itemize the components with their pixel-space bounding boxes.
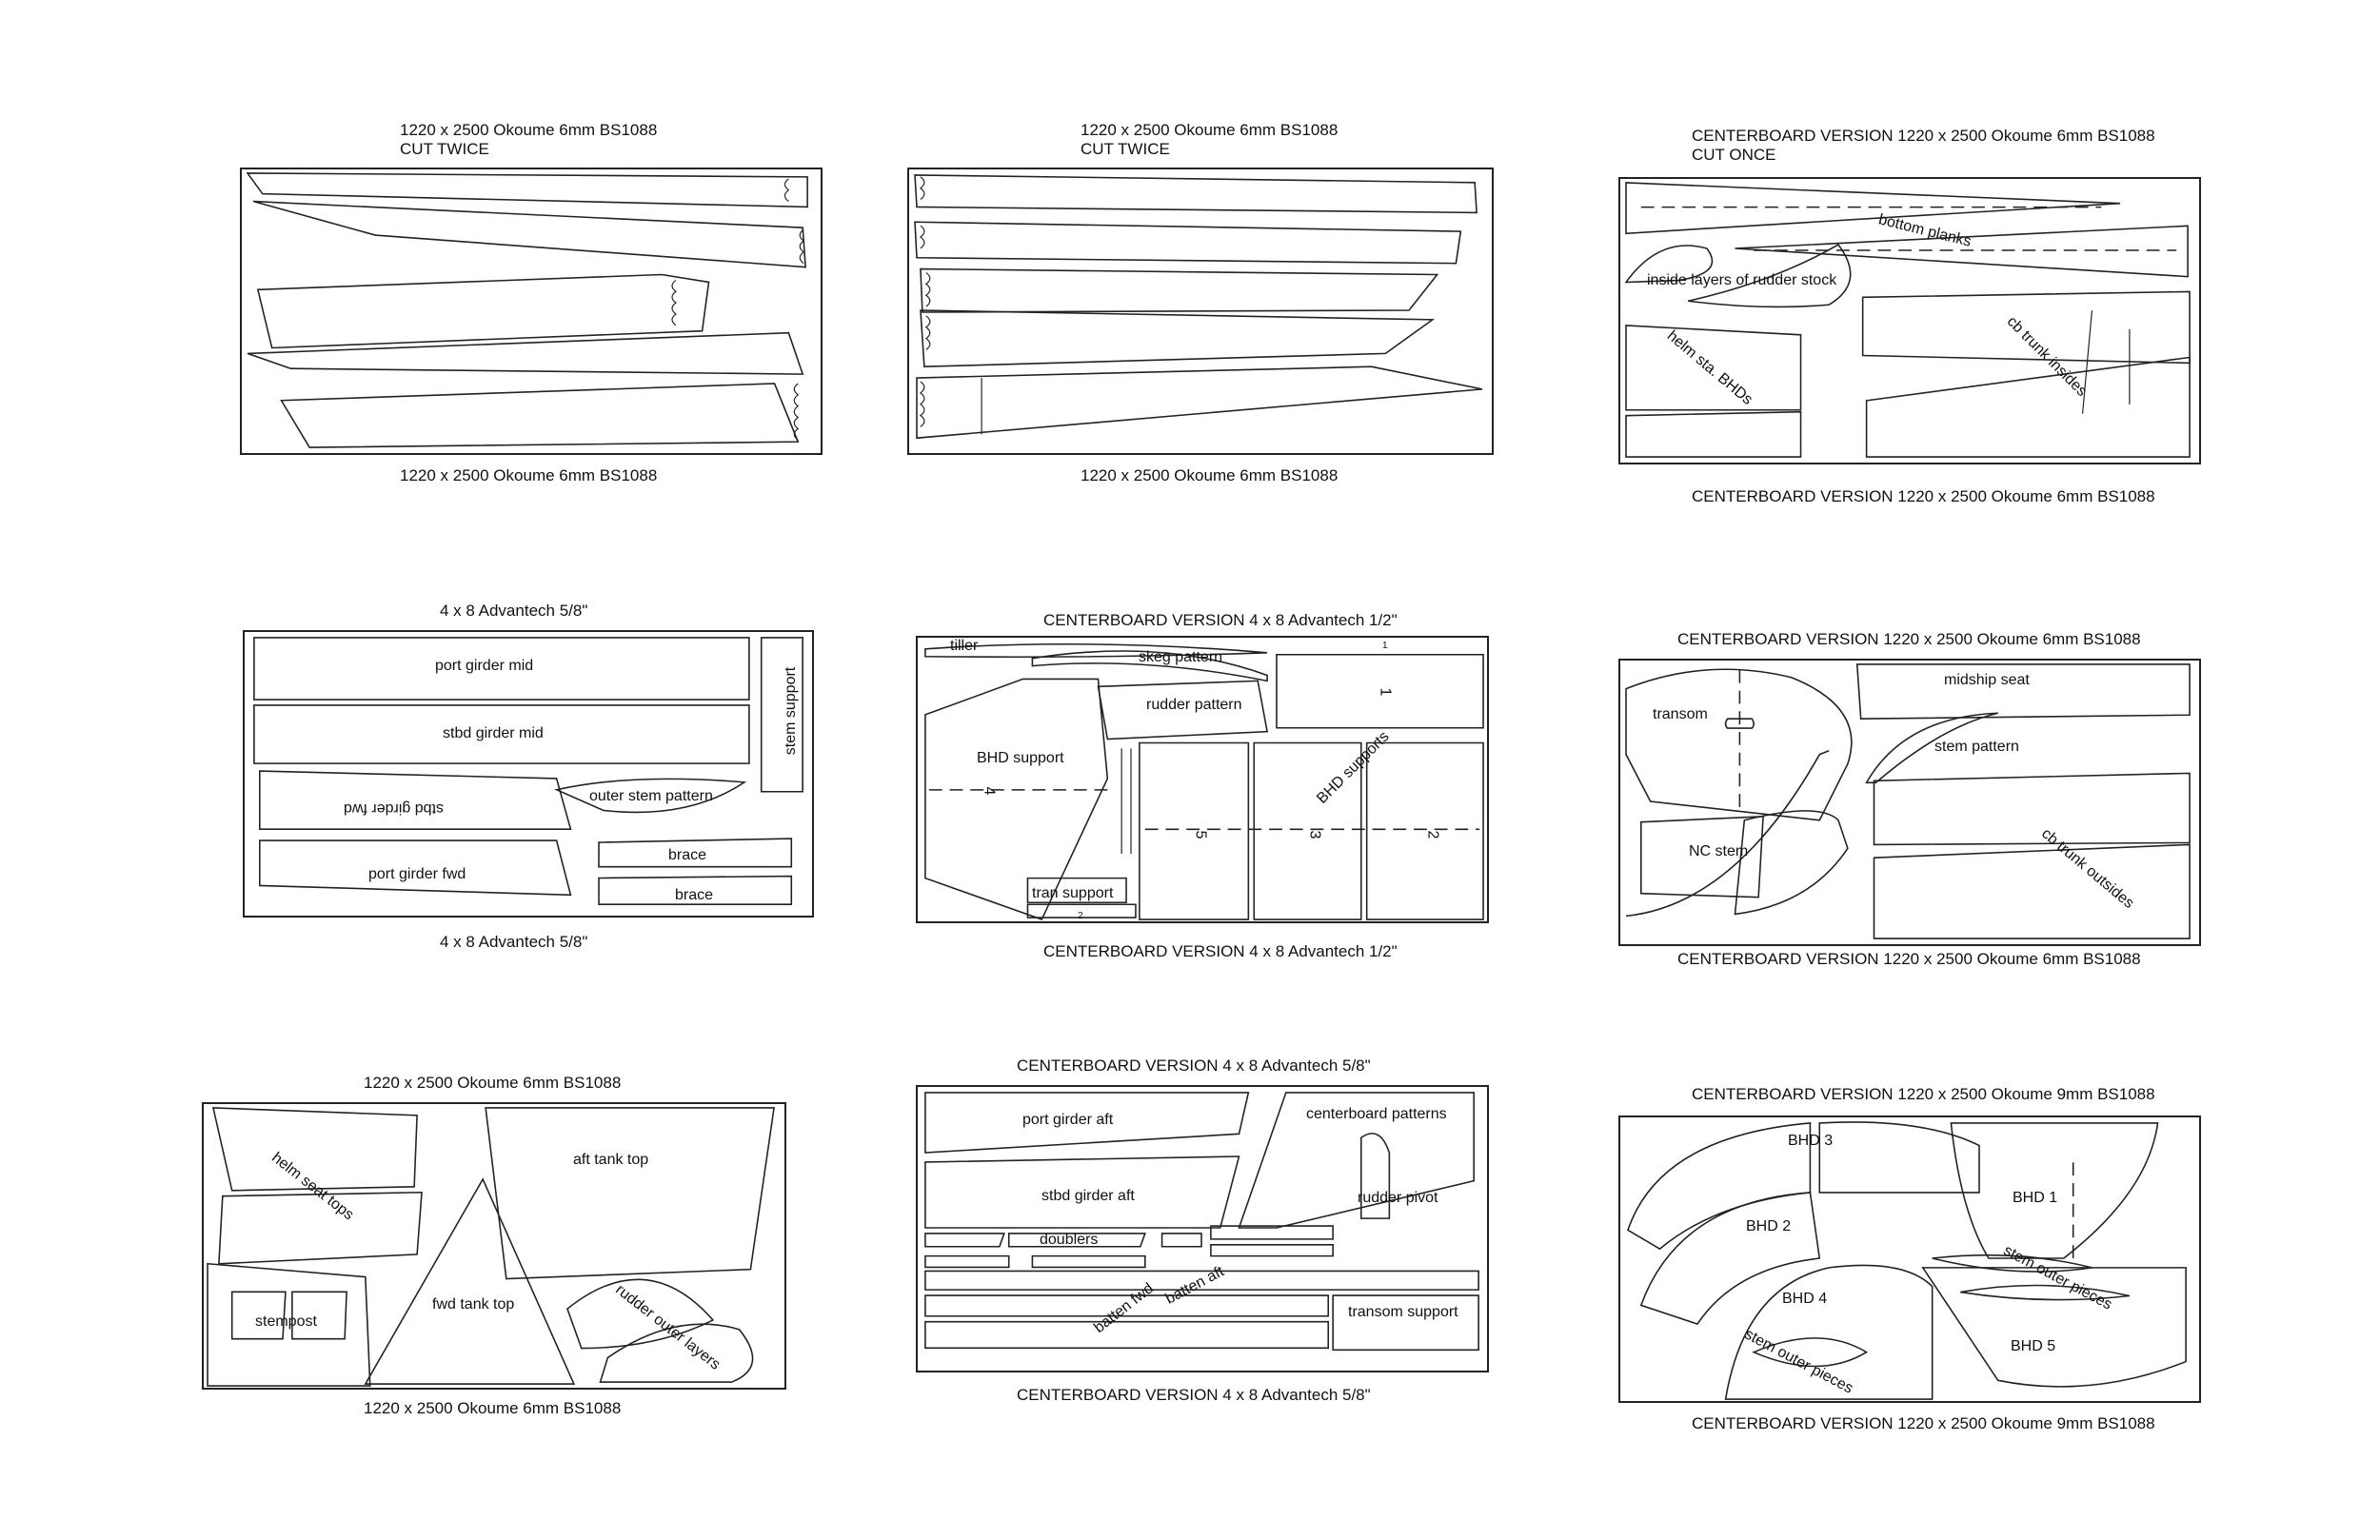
sheet-9-bottom-label: CENTERBOARD VERSION 1220 x 2500 Okoume 9… xyxy=(1692,1414,2155,1432)
sheet-4-part-port-girder-mid: port girder mid xyxy=(435,658,534,674)
sheet-8-part-centerboard-patterns: centerboard patterns xyxy=(1306,1106,1447,1122)
sheet-7-top-label: 1220 x 2500 Okoume 6mm BS1088 xyxy=(364,1074,622,1092)
sheet-8-bottom-label: CENTERBOARD VERSION 4 x 8 Advantech 5/8" xyxy=(1017,1386,1371,1404)
sheet-2-layout xyxy=(907,168,1494,455)
sheet-5-number-1: 1 xyxy=(1377,687,1394,697)
sheet-4-layout: port girder mid stbd girder mid stem sup… xyxy=(243,630,814,918)
sheet-6-part-stem-pattern: stem pattern xyxy=(1934,739,2019,755)
sheet-4-parts xyxy=(253,637,803,905)
sheet-6-layout: transom midship seat stem pattern NC ste… xyxy=(1618,659,2201,946)
sheet-2-bottom-label: 1220 x 2500 Okoume 6mm BS1088 xyxy=(1081,466,1339,484)
sheet-8-top-label: CENTERBOARD VERSION 4 x 8 Advantech 5/8" xyxy=(1017,1056,1371,1075)
sheet-9-part-bhd-5: BHD 5 xyxy=(2011,1338,2056,1354)
sheet-5-layout: tiller skeg pattern rudder pattern BHD s… xyxy=(916,636,1489,923)
sheet-7-bottom-label: 1220 x 2500 Okoume 6mm BS1088 xyxy=(364,1399,622,1417)
sheet-3-top-sub: CUT ONCE xyxy=(1692,146,1776,164)
sheet-4-part-port-girder-fwd: port girder fwd xyxy=(368,866,466,882)
sheet-5-number-3: 3 xyxy=(1306,830,1323,839)
sheet-5-part-tiller: tiller xyxy=(950,638,979,654)
sheet-4-bottom-label: 4 x 8 Advantech 5/8" xyxy=(440,933,588,951)
sheet-4-part-brace-1: brace xyxy=(668,847,707,863)
sheet-4-part-stbd-girder-mid: stbd girder mid xyxy=(443,725,544,741)
sheet-6-part-transom: transom xyxy=(1653,706,1708,722)
sheet-5-number-1b: 1 xyxy=(1382,641,1388,651)
sheet-9-part-bhd-3: BHD 3 xyxy=(1788,1133,1834,1149)
sheet-1-top-sub: CUT TWICE xyxy=(400,140,489,158)
sheet-6-part-midship-seat: midship seat xyxy=(1944,672,2030,688)
sheet-7-part-stempost: stempost xyxy=(255,1313,317,1330)
sheet-1-top-label: 1220 x 2500 Okoume 6mm BS1088 xyxy=(400,121,658,139)
sheet-5-top-label: CENTERBOARD VERSION 4 x 8 Advantech 1/2" xyxy=(1043,611,1398,629)
sheet-5-part-tran-support: tran support xyxy=(1032,885,1114,901)
sheet-9-part-bhd-2: BHD 2 xyxy=(1746,1218,1792,1234)
sheet-1-bottom-label: 1220 x 2500 Okoume 6mm BS1088 xyxy=(400,466,658,484)
sheet-5-part-bhd-support: BHD support xyxy=(977,750,1064,766)
sheet-9-part-bhd-4: BHD 4 xyxy=(1782,1291,1828,1307)
sheet-1-layout xyxy=(240,168,823,455)
sheet-2-top-label: 1220 x 2500 Okoume 6mm BS1088 xyxy=(1081,121,1339,139)
sheet-5-part-skeg-pattern: skeg pattern xyxy=(1139,649,1223,665)
sheet-7-part-aft-tank-top: aft tank top xyxy=(573,1152,649,1168)
sheet-3-layout: bottom planks inside layers of rudder st… xyxy=(1618,177,2201,464)
sheet-6-bottom-label: CENTERBOARD VERSION 1220 x 2500 Okoume 6… xyxy=(1677,950,2141,968)
sheet-1-parts xyxy=(246,172,808,448)
sheet-4-part-brace-2: brace xyxy=(675,887,714,903)
sheet-6-part-nc-stem: NC stem xyxy=(1689,843,1749,859)
sheet-7-parts xyxy=(207,1107,775,1387)
sheet-4-part-stbd-girder-fwd: stbd girder fwd xyxy=(344,800,444,817)
sheet-5-parts xyxy=(924,642,1484,921)
sheet-6-top-label: CENTERBOARD VERSION 1220 x 2500 Okoume 6… xyxy=(1677,630,2141,648)
sheet-9-part-bhd-1: BHD 1 xyxy=(2013,1190,2058,1206)
sheet-5-number-4: 4 xyxy=(981,786,998,796)
sheet-4-part-outer-stem-pattern: outer stem pattern xyxy=(589,788,713,804)
sheet-3-part-rudder-stock: inside layers of rudder stock xyxy=(1647,272,1837,288)
sheet-8-part-stbd-girder-aft: stbd girder aft xyxy=(1041,1188,1135,1204)
sheet-4-top-label: 4 x 8 Advantech 5/8" xyxy=(440,602,588,620)
sheet-3-parts xyxy=(1624,182,2191,458)
sheet-5-number-2b: 2 xyxy=(1078,911,1083,921)
sheet-6-parts xyxy=(1625,663,2191,939)
sheet-5-part-rudder-pattern: rudder pattern xyxy=(1146,697,1242,713)
sheet-9-layout: BHD 3 BHD 1 BHD 2 BHD 4 stem outer piece… xyxy=(1618,1116,2201,1403)
sheet-4-part-stem-support: stem support xyxy=(783,666,800,756)
sheet-3-bottom-label: CENTERBOARD VERSION 1220 x 2500 Okoume 6… xyxy=(1692,487,2155,505)
sheet-5-bottom-label: CENTERBOARD VERSION 4 x 8 Advantech 1/2" xyxy=(1043,942,1398,960)
sheet-9-parts xyxy=(1627,1121,2187,1400)
sheet-5-number-2: 2 xyxy=(1424,830,1441,839)
sheet-8-part-port-girder-aft: port girder aft xyxy=(1022,1112,1114,1128)
sheet-9-top-label: CENTERBOARD VERSION 1220 x 2500 Okoume 9… xyxy=(1692,1085,2155,1103)
sheet-7-part-fwd-tank-top: fwd tank top xyxy=(432,1296,515,1313)
sheet-8-layout: port girder aft centerboard patterns stb… xyxy=(916,1085,1489,1372)
sheet-5-number-5: 5 xyxy=(1192,830,1209,839)
sheet-8-part-rudder-pivot: rudder pivot xyxy=(1358,1190,1438,1206)
sheet-2-parts xyxy=(914,174,1483,440)
sheet-2-top-sub: CUT TWICE xyxy=(1081,140,1170,158)
sheet-8-parts xyxy=(924,1092,1479,1352)
sheet-8-part-transom-support: transom support xyxy=(1348,1304,1458,1320)
sheet-3-top-label: CENTERBOARD VERSION 1220 x 2500 Okoume 6… xyxy=(1692,127,2155,145)
sheet-8-part-doublers: doublers xyxy=(1040,1232,1099,1248)
sheet-7-layout: helm seat tops aft tank top stempost fwd… xyxy=(202,1102,786,1390)
